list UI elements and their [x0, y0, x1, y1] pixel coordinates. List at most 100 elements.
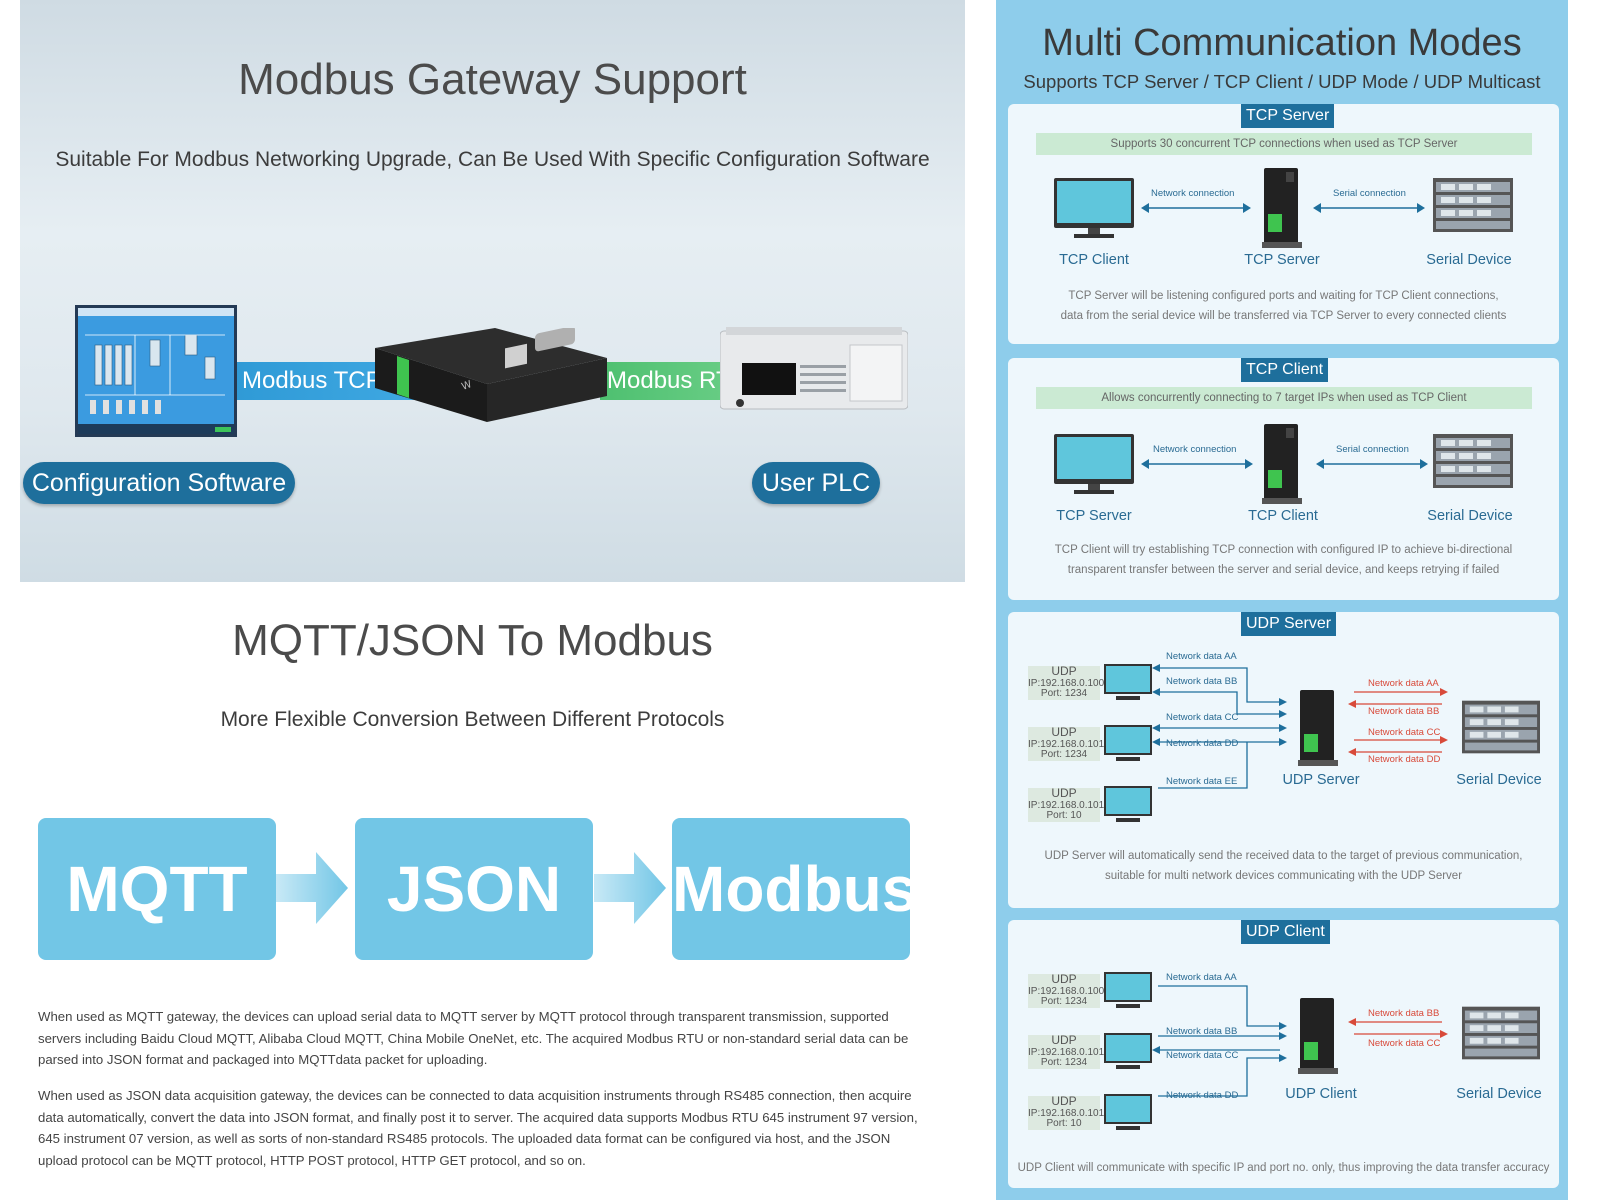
gateway-device-icon	[1298, 690, 1338, 766]
udp-proto: UDP	[1051, 1033, 1077, 1047]
network-data-label: Network data DD	[1166, 1090, 1239, 1101]
network-data-label: Network data AA	[1166, 651, 1237, 662]
description-line: transparent transfer between the server …	[1067, 564, 1500, 576]
udp-port: Port: 1234	[1040, 996, 1088, 1007]
configuration-software-screen-icon	[75, 305, 237, 437]
double-arrow-icon	[1141, 203, 1251, 213]
udp-ip: IP:192.168.0.101	[1028, 1107, 1105, 1119]
network-lines-icon	[1152, 985, 1287, 1097]
arrow-right-icon	[594, 852, 666, 924]
server-rack-icon	[1433, 178, 1513, 232]
udp-port: Port: 1234	[1040, 749, 1088, 760]
gateway-device-icon	[1262, 168, 1302, 248]
tcp-client-label: TCP Client	[1248, 508, 1318, 524]
tcp-client-note: Allows concurrently connecting to 7 targ…	[1036, 387, 1532, 409]
modbus-tcp-label: Modbus TCP	[242, 367, 382, 394]
serial-data-label: Network data AA	[1368, 678, 1439, 689]
description-line: suitable for multi network devices commu…	[1104, 870, 1463, 882]
network-connection-label: Network connection	[1151, 188, 1235, 199]
json-paragraph: When used as JSON data acquisition gatew…	[38, 1088, 918, 1168]
user-plc-pill: User PLC	[752, 462, 880, 504]
udp-server-label: UDP Server	[1282, 772, 1360, 788]
mqtt-paragraph: When used as MQTT gateway, the devices c…	[38, 1009, 909, 1067]
tcp-server-tag: TCP Server	[1241, 104, 1335, 128]
serial-connection-label: Serial connection	[1333, 188, 1406, 199]
configuration-software-pill: Configuration Software	[23, 462, 295, 504]
udp-proto: UDP	[1051, 972, 1077, 986]
udp-port: Port: 1234	[1040, 1057, 1088, 1068]
udp-ip: IP:192.168.0.100	[1028, 677, 1105, 689]
double-arrow-icon	[1313, 203, 1425, 213]
udp-server-tag: UDP Server	[1241, 612, 1337, 636]
gateway-device-icon	[1262, 424, 1302, 504]
description-line: data from the serial device will be tran…	[1060, 310, 1507, 322]
network-lines-icon	[1152, 664, 1287, 789]
serial-device-label: Serial Device	[1427, 508, 1513, 524]
serial-data-label: Network data BB	[1368, 1008, 1440, 1019]
tcp-server-description: TCP Server will be listening configured …	[1008, 286, 1559, 326]
description-line: TCP Client will try establishing TCP con…	[1054, 544, 1513, 556]
serial-device-label: Serial Device	[1456, 772, 1542, 788]
server-rack-icon	[1462, 1006, 1540, 1060]
modes-title: Multi Communication Modes	[1042, 22, 1522, 64]
tcp-client-tag: TCP Client	[1241, 358, 1329, 382]
svg-text:W: W	[460, 379, 473, 393]
monitor-icon	[1104, 1094, 1152, 1130]
server-rack-icon	[1433, 434, 1513, 488]
network-data-label: Network data BB	[1166, 676, 1238, 687]
udp-ip: IP:192.168.0.101	[1028, 799, 1105, 811]
tcp-server-card: TCP Server Supports 30 concurrent TCP co…	[1008, 104, 1559, 344]
udp-port: Port: 1234	[1040, 688, 1088, 699]
udp-port: Port: 10	[1046, 1118, 1082, 1129]
serial-data-lines-icon	[1348, 688, 1448, 756]
network-data-label: Network data EE	[1166, 776, 1238, 787]
udp-server-description: UDP Server will automatically send the r…	[1008, 846, 1559, 886]
monitor-icon	[1054, 178, 1134, 238]
udp-ip: IP:192.168.0.101	[1028, 738, 1105, 750]
mqtt-title: MQTT/JSON To Modbus	[232, 616, 713, 665]
gateway-device-icon	[1298, 998, 1338, 1074]
monitor-icon	[1104, 1033, 1152, 1069]
network-connection-label: Network connection	[1153, 444, 1237, 455]
udp-proto: UDP	[1051, 1094, 1077, 1108]
network-data-label: Network data CC	[1166, 1050, 1239, 1061]
json-box: JSON	[355, 818, 593, 960]
server-rack-icon	[1462, 700, 1540, 754]
tcp-client-label: TCP Client	[1059, 252, 1129, 268]
double-arrow-icon	[1141, 459, 1253, 469]
modbus-gateway-panel: Modbus Gateway Support Suitable For Modb…	[20, 0, 965, 582]
monitor-icon	[1104, 725, 1152, 761]
double-arrow-icon	[1316, 459, 1428, 469]
udp-ip: IP:192.168.0.101	[1028, 1046, 1105, 1058]
modes-subtitle: Supports TCP Server / TCP Client / UDP M…	[1023, 71, 1541, 92]
user-plc-icon	[720, 327, 908, 410]
gateway-device-icon: W	[375, 328, 607, 422]
tcp-client-card: TCP Client Allows concurrently connectin…	[1008, 358, 1559, 600]
serial-data-label: Network data CC	[1368, 1038, 1441, 1049]
udp-proto: UDP	[1051, 725, 1077, 739]
modbus-box: Modbus	[672, 818, 917, 960]
tcp-server-label: TCP Server	[1244, 252, 1320, 268]
serial-device-label: Serial Device	[1456, 1086, 1542, 1102]
tcp-client-description: TCP Client will try establishing TCP con…	[1008, 540, 1559, 580]
modbus-subtitle: Suitable For Modbus Networking Upgrade, …	[55, 148, 930, 171]
network-data-label: Network data DD	[1166, 738, 1239, 749]
udp-client-description: UDP Client will communicate with specifi…	[1017, 1162, 1550, 1174]
tcp-server-note: Supports 30 concurrent TCP connections w…	[1036, 133, 1532, 155]
serial-device-label: Serial Device	[1426, 252, 1512, 268]
serial-data-label: Network data BB	[1368, 706, 1440, 717]
mqtt-subtitle: More Flexible Conversion Between Differe…	[220, 708, 725, 731]
udp-ip: IP:192.168.0.100	[1028, 985, 1105, 997]
serial-data-label: Network data DD	[1368, 754, 1441, 765]
udp-client-tag: UDP Client	[1241, 920, 1330, 944]
udp-client-label: UDP Client	[1285, 1086, 1357, 1102]
udp-proto: UDP	[1051, 664, 1077, 678]
modbus-title: Modbus Gateway Support	[238, 55, 747, 104]
